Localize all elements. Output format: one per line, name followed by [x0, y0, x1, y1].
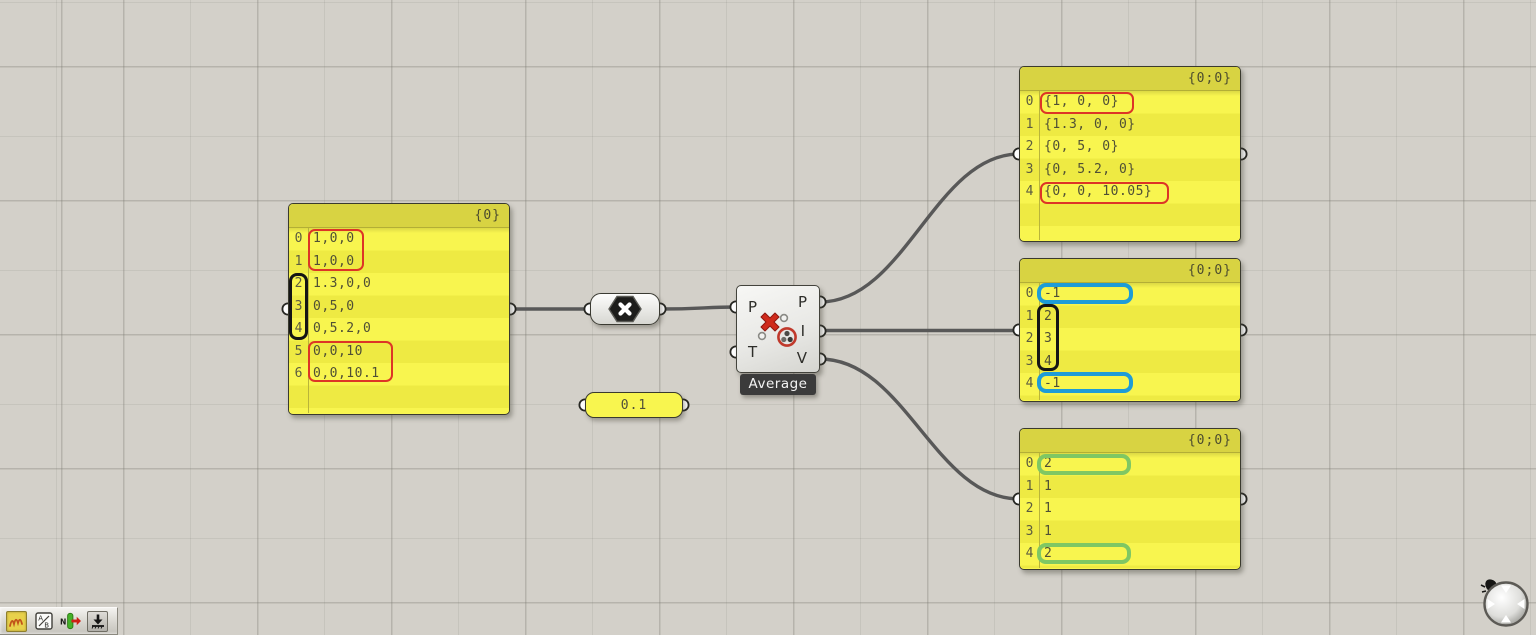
preview-ab-button[interactable]: A B: [33, 611, 54, 632]
download-arrow-icon: [91, 614, 104, 629]
component-tag[interactable]: Average: [740, 374, 816, 395]
tolerance-value: 0.1: [620, 397, 648, 413]
panel-row: 4-1: [1025, 376, 1061, 391]
svg-text:A: A: [38, 615, 43, 623]
navigation-ball-icon: [1480, 579, 1529, 627]
panel-row: 3{0, 5.2, 0}: [1025, 161, 1136, 177]
output-label-p: P: [797, 293, 807, 311]
export-button[interactable]: [87, 610, 108, 632]
panel-row: 4{0, 0, 10.05}: [1025, 184, 1153, 199]
input-label-p: P: [748, 298, 758, 316]
panel-row: 1{1.3, 0, 0}: [1025, 116, 1136, 132]
output-label-i: I: [800, 322, 805, 340]
black-hexagon-x-icon: [608, 295, 642, 323]
index-divider: [1039, 453, 1040, 568]
index-divider: [308, 228, 309, 413]
panel-header[interactable]: {0;0}: [1020, 259, 1240, 283]
panel-tolerance[interactable]: 0.1: [585, 392, 683, 418]
panel-row: 0-1: [1025, 286, 1061, 301]
cull-duplicates-icon: [757, 312, 797, 347]
normals-icon: N: [60, 612, 81, 630]
svg-text:B: B: [44, 622, 49, 630]
input-label-t: T: [748, 343, 758, 361]
panel-header[interactable]: {0;0}: [1020, 429, 1240, 453]
wire[interactable]: [818, 152, 1021, 304]
sketch-toggle-button[interactable]: [6, 610, 27, 632]
canvas-toolbar: A B N: [0, 607, 118, 635]
index-divider: [1039, 91, 1040, 240]
panel-body: 0{1, 0, 0} 1{1.3, 0, 0} 2{0, 5, 0} 3{0, …: [1020, 91, 1240, 240]
panel-culled-points[interactable]: {0;0} 0{1, 0, 0} 1{1.3, 0, 0} 2{0, 5, 0}…: [1019, 66, 1241, 242]
navigation-ball[interactable]: [1477, 574, 1533, 630]
cull-duplicates-component[interactable]: P T P I V: [736, 285, 820, 373]
wire[interactable]: [818, 357, 1021, 501]
panel-header[interactable]: {0}: [289, 204, 509, 228]
output-label-v: V: [796, 349, 807, 367]
wire[interactable]: [658, 305, 738, 311]
ab-fraction-icon: A B: [34, 612, 53, 630]
point-param-capsule[interactable]: [590, 293, 660, 325]
normals-button[interactable]: N: [60, 611, 81, 632]
panel-row: 2{0, 5, 0}: [1025, 139, 1119, 154]
panel-row: 0{1, 0, 0}: [1025, 94, 1119, 109]
panel-header[interactable]: {0;0}: [1020, 67, 1240, 91]
sketch-icon: [9, 618, 23, 627]
svg-text:N: N: [60, 617, 66, 626]
